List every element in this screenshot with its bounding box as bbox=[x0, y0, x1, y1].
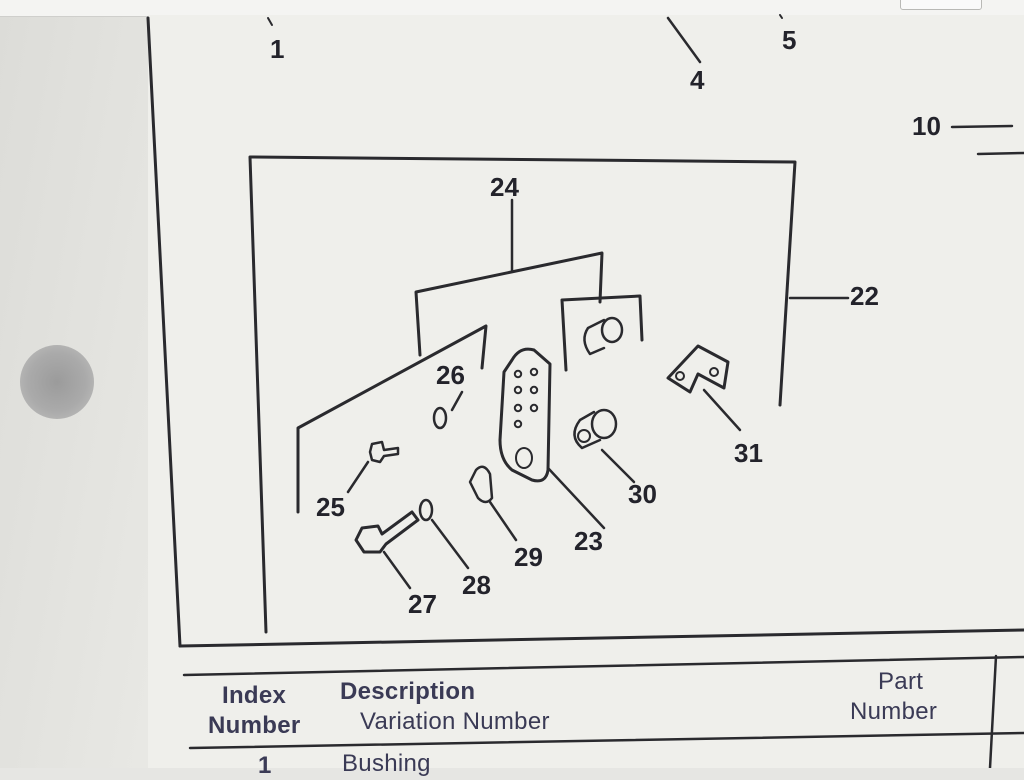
callout-31: 31 bbox=[734, 438, 763, 468]
table-header-rule bbox=[188, 731, 1024, 750]
part-25-screw bbox=[368, 440, 400, 464]
callout-27: 27 bbox=[408, 589, 437, 619]
callout-28: 28 bbox=[462, 570, 491, 600]
table-column-rule bbox=[988, 654, 998, 768]
callout-29: 29 bbox=[514, 542, 543, 572]
callout-30: 30 bbox=[628, 479, 657, 509]
page-left-border bbox=[146, 16, 182, 648]
scroll-thumb[interactable] bbox=[20, 345, 94, 419]
callout-5: 5 bbox=[782, 25, 796, 55]
figure-bottom-rule bbox=[178, 628, 1024, 648]
part-31-bracket bbox=[666, 344, 730, 394]
part-27-bolt bbox=[354, 510, 420, 554]
callout-24: 24 bbox=[490, 172, 519, 202]
callout-25: 25 bbox=[316, 492, 345, 522]
assembly-22-outline bbox=[248, 155, 797, 634]
callout-26: 26 bbox=[436, 360, 465, 390]
callout-4: 4 bbox=[690, 65, 705, 95]
callout-22: 22 bbox=[850, 281, 879, 311]
table-top-rule bbox=[182, 655, 1024, 677]
part-23-plate bbox=[498, 347, 552, 483]
part-29-washer bbox=[468, 465, 494, 504]
callout-23: 23 bbox=[574, 526, 603, 556]
top-toolbar-button[interactable] bbox=[900, 0, 982, 10]
part-24-plate bbox=[414, 251, 604, 357]
callout-1: 1 bbox=[270, 34, 284, 64]
callout-10: 10 bbox=[912, 111, 941, 141]
